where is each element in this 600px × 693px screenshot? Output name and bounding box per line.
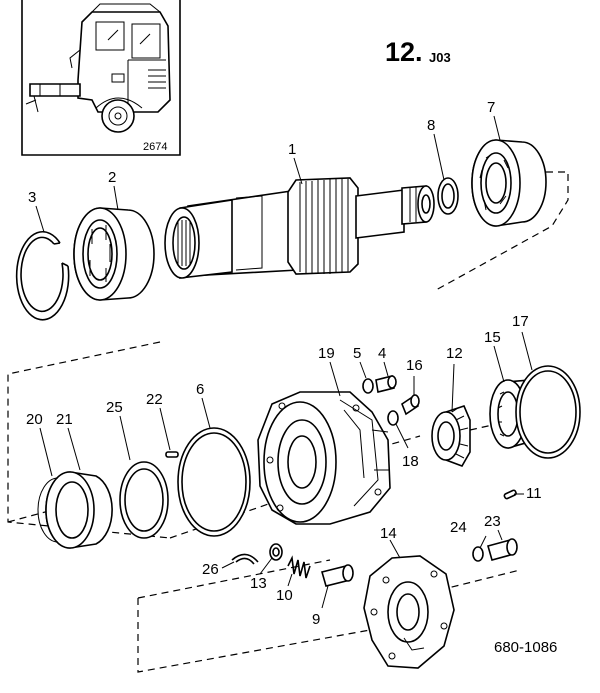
part-4-plug xyxy=(375,375,397,393)
part-8-retaining-ring xyxy=(437,177,459,215)
part-26-clip xyxy=(231,553,259,565)
part-18-washer xyxy=(387,410,399,426)
callout-22: 22 xyxy=(146,391,163,408)
callout-13: 13 xyxy=(250,575,267,592)
part-12-gear xyxy=(431,405,471,467)
part-23-fitting xyxy=(487,538,518,561)
part-1-main-shaft xyxy=(164,177,435,279)
part-20-21-seal-collar xyxy=(37,471,113,549)
part-9-piston xyxy=(321,564,354,587)
lower-assembly-boundary-bottom xyxy=(137,598,371,673)
callout-2: 2 xyxy=(108,169,116,186)
part-6-o-ring xyxy=(177,427,251,537)
callout-14: 14 xyxy=(380,525,397,542)
part-14-cover xyxy=(363,555,455,669)
callout-19: 19 xyxy=(318,345,335,362)
part-22-pin xyxy=(165,451,179,458)
callout-11: 11 xyxy=(526,485,542,502)
callout-3: 3 xyxy=(28,189,36,206)
inset-truck-view: 2674 xyxy=(21,0,181,156)
callout-18: 18 xyxy=(402,453,419,470)
callout-10: 10 xyxy=(276,587,293,604)
part-11-pin xyxy=(503,489,517,500)
callout-6: 6 xyxy=(196,381,204,398)
part-7-bearing xyxy=(471,139,547,227)
callout-5: 5 xyxy=(353,345,361,362)
part-13-fitting xyxy=(269,543,283,561)
callout-26: 26 xyxy=(202,561,219,578)
part-25-snap-ring xyxy=(119,461,169,539)
callout-17: 17 xyxy=(512,313,529,330)
callout-7: 7 xyxy=(487,99,495,116)
truck-cab-illustration xyxy=(25,3,171,133)
callout-9: 9 xyxy=(312,611,320,628)
cover-axis-line xyxy=(137,559,521,599)
figure-reference: 680-1086 xyxy=(494,639,557,656)
leader-lines xyxy=(35,115,533,609)
callout-20: 20 xyxy=(26,411,43,428)
part-19-housing xyxy=(257,391,391,525)
shaft-centerline xyxy=(7,409,561,539)
part-24-ring xyxy=(472,546,484,562)
inset-reference: 2674 xyxy=(143,141,167,153)
part-5-washer xyxy=(362,378,374,394)
section-number: 12. xyxy=(385,37,423,67)
callout-16: 16 xyxy=(406,357,423,374)
callout-15: 15 xyxy=(484,329,501,346)
part-16-plug xyxy=(401,394,420,416)
upper-assembly-boundary xyxy=(435,171,569,291)
part-2-roller-bearing xyxy=(73,207,155,301)
callout-4: 4 xyxy=(378,345,386,362)
callout-25: 25 xyxy=(106,399,123,416)
callout-24: 24 xyxy=(450,519,467,536)
callout-8: 8 xyxy=(427,117,435,134)
callout-12: 12 xyxy=(446,345,463,362)
part-17-disc xyxy=(515,365,581,459)
callout-23: 23 xyxy=(484,513,501,530)
section-subcode: J03 xyxy=(429,50,451,65)
callout-21: 21 xyxy=(56,411,73,428)
part-3-snap-ring xyxy=(15,230,70,321)
part-10-spring xyxy=(287,555,311,579)
callout-1: 1 xyxy=(288,141,296,158)
